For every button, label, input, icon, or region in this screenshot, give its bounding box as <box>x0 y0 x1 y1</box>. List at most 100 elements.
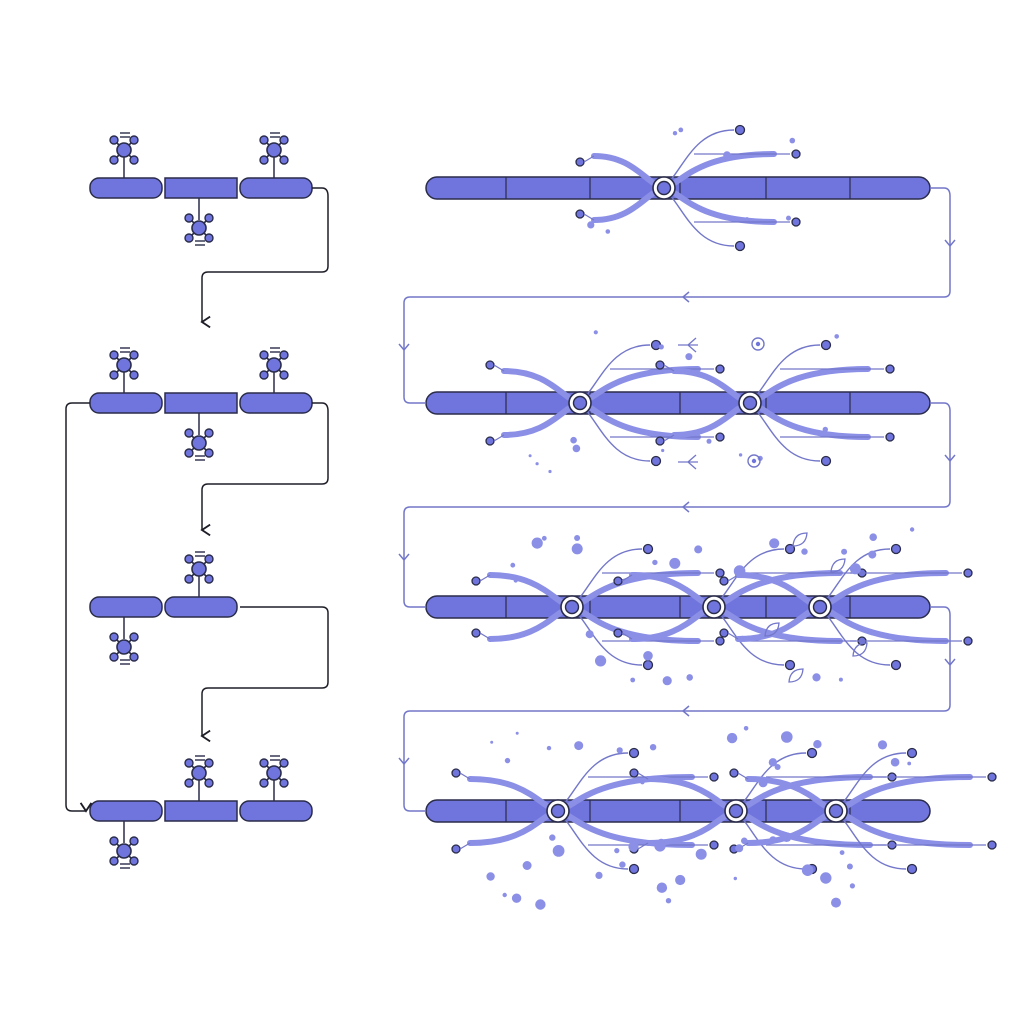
branch-node <box>906 863 918 875</box>
branch-node <box>885 364 895 374</box>
branch-node <box>650 455 662 467</box>
branch-node <box>628 863 640 875</box>
chain-bar <box>425 391 931 415</box>
sprig-icon <box>678 337 698 353</box>
scatter-dot <box>909 527 915 532</box>
scatter-dot <box>658 344 664 350</box>
connector-right-2 <box>403 402 951 608</box>
branch-node <box>906 747 918 759</box>
connector-left-bypass <box>65 402 93 813</box>
scatter-dot <box>511 893 522 903</box>
scatter-dot <box>570 436 577 444</box>
scatter-dot <box>786 215 791 221</box>
scatter-dot <box>640 780 645 785</box>
scatter-dot <box>838 677 843 682</box>
scatter-dot <box>574 535 581 541</box>
scatter-dot <box>546 745 552 751</box>
flow-chevron <box>681 501 690 513</box>
scatter-dot <box>643 651 653 661</box>
sprig-doodles <box>678 337 765 470</box>
chain-segment <box>89 596 163 618</box>
junction-core <box>828 803 844 819</box>
scatter-dot <box>739 635 746 642</box>
scatter-dot <box>661 448 665 453</box>
branch-node <box>575 209 585 219</box>
branch-node <box>709 840 719 850</box>
branch-node <box>642 659 654 671</box>
network-node-icon <box>109 836 139 869</box>
branch-node <box>715 432 725 442</box>
scatter-dot <box>869 533 877 541</box>
leaf-icon <box>792 532 808 547</box>
scatter-dot <box>743 726 749 731</box>
branch-node <box>791 217 801 227</box>
branch-node <box>471 628 481 638</box>
junction-core <box>706 599 722 615</box>
branch-node <box>734 240 746 252</box>
branch-node <box>655 436 665 446</box>
branch-node <box>987 840 997 850</box>
branch-node <box>451 844 461 854</box>
branch-node <box>485 360 495 370</box>
junction-core <box>742 395 758 411</box>
scatter-dot <box>706 438 712 444</box>
scatter-dot <box>801 548 808 555</box>
branch-node <box>715 636 725 646</box>
scatter-dot <box>587 221 595 229</box>
junction-core <box>572 395 588 411</box>
scatter-dot <box>726 732 738 744</box>
scatter-dot <box>769 538 780 549</box>
scatter-dot <box>548 469 552 474</box>
scatter-dot <box>846 863 853 870</box>
scatter-dot <box>735 844 744 853</box>
branch-node <box>890 659 902 671</box>
branch-node <box>820 455 832 467</box>
network-node-icon <box>184 755 214 788</box>
scatter-dot <box>619 861 626 868</box>
branch-node <box>963 636 973 646</box>
branch-node <box>734 124 746 136</box>
chain-segment <box>164 392 238 414</box>
scatter-dot <box>552 845 565 857</box>
scatter-dot <box>812 673 821 682</box>
ring-doodle-icon <box>751 337 765 351</box>
scatter-dot <box>669 557 681 569</box>
connector-left-2 <box>200 402 329 537</box>
scatter-dot <box>877 740 888 750</box>
scatter-dot <box>522 861 532 870</box>
flow-chevron <box>681 705 690 717</box>
left-stage-1 <box>89 132 313 246</box>
left-stage-4 <box>89 755 313 869</box>
scatter-dot <box>890 757 900 767</box>
connector-left-3 <box>200 606 329 743</box>
scatter-dot <box>616 747 623 754</box>
junction-core <box>550 803 566 819</box>
branch-node <box>890 543 902 555</box>
branch-node <box>709 772 719 782</box>
scatter-dot <box>758 778 768 788</box>
scatter-dot <box>531 537 543 549</box>
scatter-dot <box>839 850 845 855</box>
branch-node <box>628 747 640 759</box>
right-stage-4 <box>425 726 997 910</box>
scatter-dot <box>907 761 912 766</box>
scatter-dot <box>541 535 547 541</box>
junction-core <box>564 599 580 615</box>
branch-cluster <box>575 124 801 252</box>
right-column <box>425 124 997 910</box>
leaf-doodles <box>764 532 868 683</box>
scatter-dot <box>834 334 839 339</box>
scatter-dot <box>831 897 841 908</box>
scatter-dot <box>672 131 678 136</box>
scatter-dot <box>572 444 581 453</box>
scatter-dot <box>789 137 796 144</box>
sprig-icon <box>678 454 698 470</box>
scatter-dot <box>593 330 598 335</box>
leaf-icon <box>852 642 868 657</box>
scatter-dot <box>841 548 848 555</box>
scatter-dot <box>657 838 665 847</box>
scatter-dot <box>486 872 495 881</box>
branch-cluster <box>613 543 867 671</box>
